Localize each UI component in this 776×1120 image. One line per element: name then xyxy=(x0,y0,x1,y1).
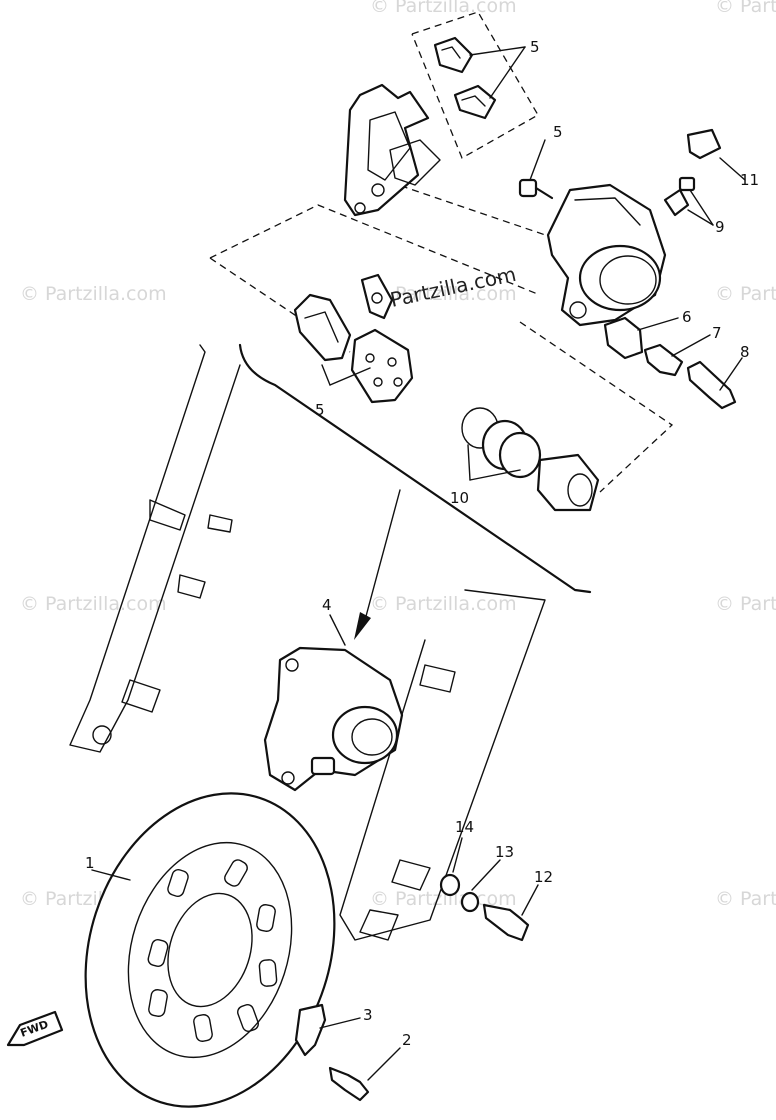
watermark: © Partzilla.com xyxy=(370,593,517,615)
caliper-assembly xyxy=(263,646,404,792)
callout-5-pads: 5 xyxy=(315,401,325,419)
callout-13: 13 xyxy=(495,843,514,861)
callout-5-bolt: 5 xyxy=(553,123,563,141)
callout-5-top: 5 xyxy=(530,38,540,56)
watermark: © Partzilla.com xyxy=(715,593,776,615)
callout-3: 3 xyxy=(363,1006,373,1024)
lock-plate xyxy=(294,1003,327,1057)
parts-6-7-8 xyxy=(603,316,737,410)
bracket-line xyxy=(238,343,592,594)
watermarks: © Partzilla.com © Partzilla.com © Partzi… xyxy=(20,0,776,910)
callout-12: 12 xyxy=(534,868,553,886)
leader-lines xyxy=(91,46,746,1081)
callout-2: 2 xyxy=(402,1031,412,1049)
bleed-screw xyxy=(663,128,722,217)
callout-4: 4 xyxy=(322,596,332,614)
callout-10: 10 xyxy=(450,489,469,507)
watermark: © Partzilla.com xyxy=(370,283,517,305)
bolt-5 xyxy=(518,178,554,200)
explosion-box-lines xyxy=(209,11,674,493)
watermark: © Partzilla.com xyxy=(20,283,167,305)
callout-11: 11 xyxy=(740,171,759,189)
watermark: © Partzilla.com xyxy=(370,888,517,910)
washers-bolt-12 xyxy=(439,873,530,942)
pad-clips-top xyxy=(433,36,497,120)
watermark: © Partzilla.com xyxy=(20,593,167,615)
fork-right xyxy=(339,589,546,941)
caliper-bracket xyxy=(343,83,441,217)
callout-7: 7 xyxy=(712,324,722,342)
watermark: © Partzilla.com xyxy=(715,283,776,305)
brake-pads xyxy=(293,273,414,404)
fwd-arrow: FWD xyxy=(6,1010,64,1047)
assembly-leader xyxy=(364,489,401,621)
piston-seals xyxy=(461,407,600,512)
fork-left xyxy=(69,344,241,753)
watermark: © Partzilla.com xyxy=(715,0,776,17)
brake-disc xyxy=(84,792,336,1108)
callout-1: 1 xyxy=(85,854,95,872)
assembly-arrow xyxy=(354,612,371,640)
callout-14: 14 xyxy=(455,818,474,836)
callout-labels: 1 2 3 4 5 5 5 6 7 8 9 10 11 12 13 14 xyxy=(85,38,759,1049)
callout-8: 8 xyxy=(740,343,750,361)
bolt-2 xyxy=(328,1066,370,1102)
watermark: © Partzilla.com xyxy=(370,0,517,17)
watermark: © Partzilla.com xyxy=(715,888,776,910)
callout-6: 6 xyxy=(682,308,692,326)
callout-9: 9 xyxy=(715,218,725,236)
caliper-body xyxy=(546,183,667,327)
